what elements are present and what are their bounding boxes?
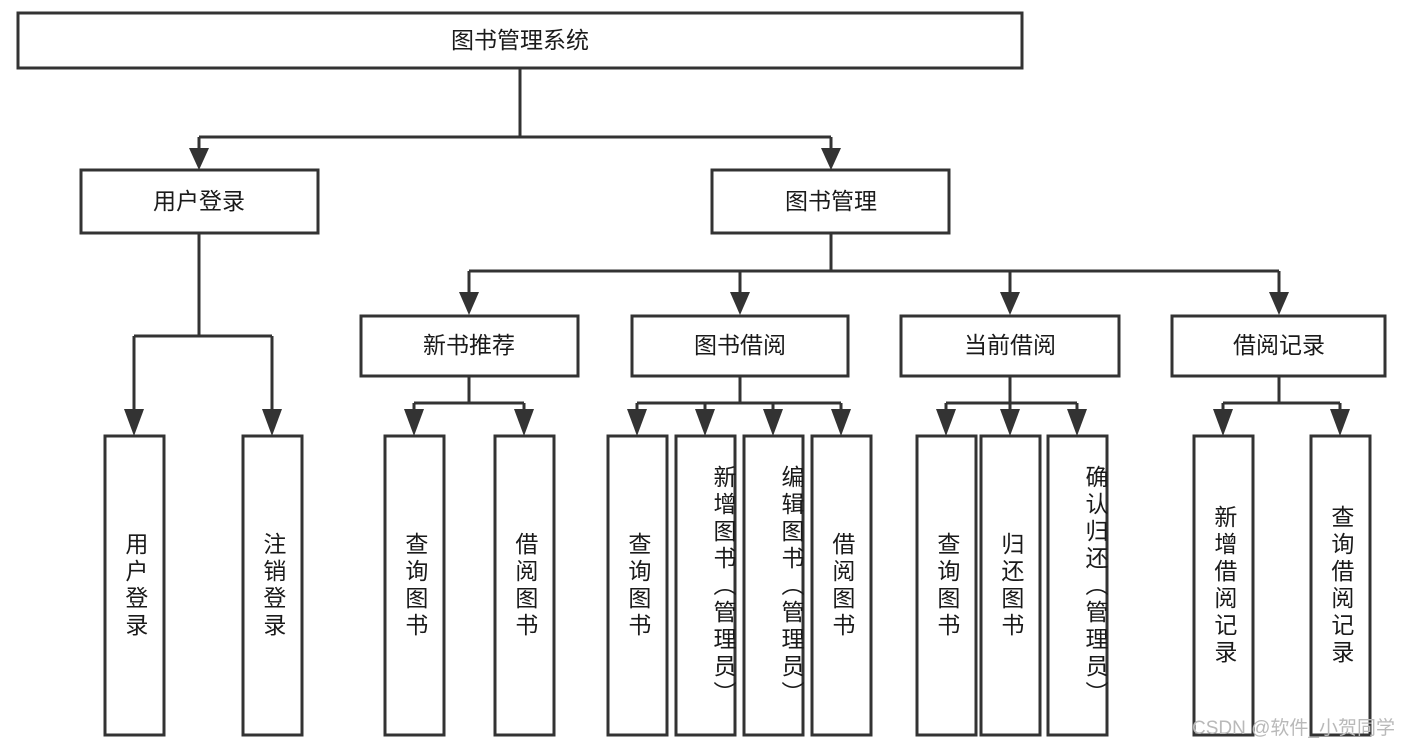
node-borrow-record-box[interactable] (1170, 314, 1387, 378)
leaf-label-query-record: 查询借阅记录 (1327, 504, 1354, 667)
connector-root-to-level2 (189, 68, 841, 170)
arrow-head-leaf-edit-book (763, 409, 783, 436)
arrow-head-book-borrow (730, 292, 750, 315)
arrow-head-leaf-user-login (124, 409, 144, 436)
arrow-head-current-borrow (1000, 292, 1020, 315)
leaf-box-user-logout[interactable] (241, 434, 304, 737)
node-book-management[interactable]: 图书管理 (710, 168, 951, 235)
arrow-head-leaf-query-record (1330, 409, 1350, 436)
leaf-box-borrow-book-1[interactable] (493, 434, 556, 737)
leaf-label-query-book-2: 查询图书 (624, 531, 651, 640)
leaf-box-query-book-1[interactable] (383, 434, 446, 737)
node-borrow-record-label: 借阅记录 (1233, 332, 1325, 358)
leaf-box-return-book[interactable] (979, 434, 1042, 737)
leaf-label-query-book-1: 查询图书 (401, 531, 428, 640)
leaf-label-borrow-book-2: 借阅图书 (828, 531, 855, 640)
node-root-label: 图书管理系统 (451, 27, 589, 53)
arrow-head-leaf-borrow-book-1 (514, 409, 534, 436)
leaf-label-user-login: 用户登录 (121, 531, 148, 640)
leaf-box-user-login[interactable] (103, 434, 166, 737)
arrow-head-book-management (821, 148, 841, 170)
node-new-book-recommend-box[interactable] (359, 314, 580, 378)
connector-current-borrow-to-leaves (936, 376, 1087, 436)
connector-user-login-to-leaves (124, 233, 282, 436)
leaf-box-borrow-book-2[interactable] (810, 434, 873, 737)
node-new-book-recommend-label: 新书推荐 (423, 332, 515, 358)
arrow-head-new-book (459, 292, 479, 315)
leaf-box-edit-book[interactable] (742, 434, 805, 737)
node-current-borrow[interactable]: 当前借阅 (899, 314, 1121, 378)
arrow-head-leaf-borrow-book-2 (831, 409, 851, 436)
arrow-head-leaf-query-book-1 (404, 409, 424, 436)
node-current-borrow-label: 当前借阅 (964, 332, 1056, 358)
leaf-label-confirm-return: 确认归还（管理员） (1082, 464, 1108, 708)
node-user-login-box[interactable] (79, 168, 320, 235)
connector-book-borrow-to-leaves (627, 376, 851, 436)
arrow-head-leaf-query-book-2 (627, 409, 647, 436)
node-book-borrow-label: 图书借阅 (694, 332, 786, 358)
connector-borrow-record-to-leaves (1213, 376, 1350, 436)
arrow-head-user-login (189, 148, 209, 170)
leaf-label-edit-book: 编辑图书（管理员） (778, 464, 804, 708)
node-book-management-label: 图书管理 (785, 188, 877, 214)
leaf-label-user-logout: 注销登录 (259, 531, 286, 640)
leaf-box-add-book[interactable] (674, 434, 737, 737)
leaf-label-borrow-book-1: 借阅图书 (511, 531, 538, 640)
leaf-label-add-record: 新增借阅记录 (1210, 504, 1237, 667)
arrow-head-leaf-return-book (1000, 409, 1020, 436)
leaf-label-add-book: 新增图书（管理员） (710, 464, 736, 708)
node-root[interactable]: 图书管理系统 (16, 11, 1024, 70)
connector-book-management-to-level3 (459, 233, 1289, 315)
leaf-label-return-book: 归还图书 (997, 531, 1024, 640)
csdn-watermark: CSDN @软件_小贺同学 (1192, 718, 1395, 739)
leaf-box-query-book-2[interactable] (606, 434, 669, 737)
leaf-box-add-record[interactable] (1192, 434, 1255, 737)
node-user-login[interactable]: 用户登录 (79, 168, 320, 235)
node-root-box[interactable] (16, 11, 1024, 70)
arrow-head-leaf-confirm-return (1067, 409, 1087, 436)
arrow-head-borrow-record (1269, 292, 1289, 315)
node-current-borrow-box[interactable] (899, 314, 1121, 378)
leaf-box-query-book-3[interactable] (915, 434, 978, 737)
node-book-management-box[interactable] (710, 168, 951, 235)
leaf-box-confirm-return[interactable] (1046, 434, 1109, 737)
node-new-book-recommend[interactable]: 新书推荐 (359, 314, 580, 378)
arrow-head-leaf-add-record (1213, 409, 1233, 436)
leaf-label-query-book-3: 查询图书 (933, 531, 960, 640)
node-book-borrow-box[interactable] (630, 314, 850, 378)
arrow-head-leaf-add-book (695, 409, 715, 436)
node-user-login-label: 用户登录 (153, 188, 245, 214)
leaf-box-query-record[interactable] (1309, 434, 1372, 737)
arrow-head-leaf-query-book-3 (936, 409, 956, 436)
node-book-borrow[interactable]: 图书借阅 (630, 314, 850, 378)
node-borrow-record[interactable]: 借阅记录 (1170, 314, 1387, 378)
arrow-head-leaf-user-logout (262, 409, 282, 436)
connector-new-book-to-leaves (404, 376, 534, 436)
